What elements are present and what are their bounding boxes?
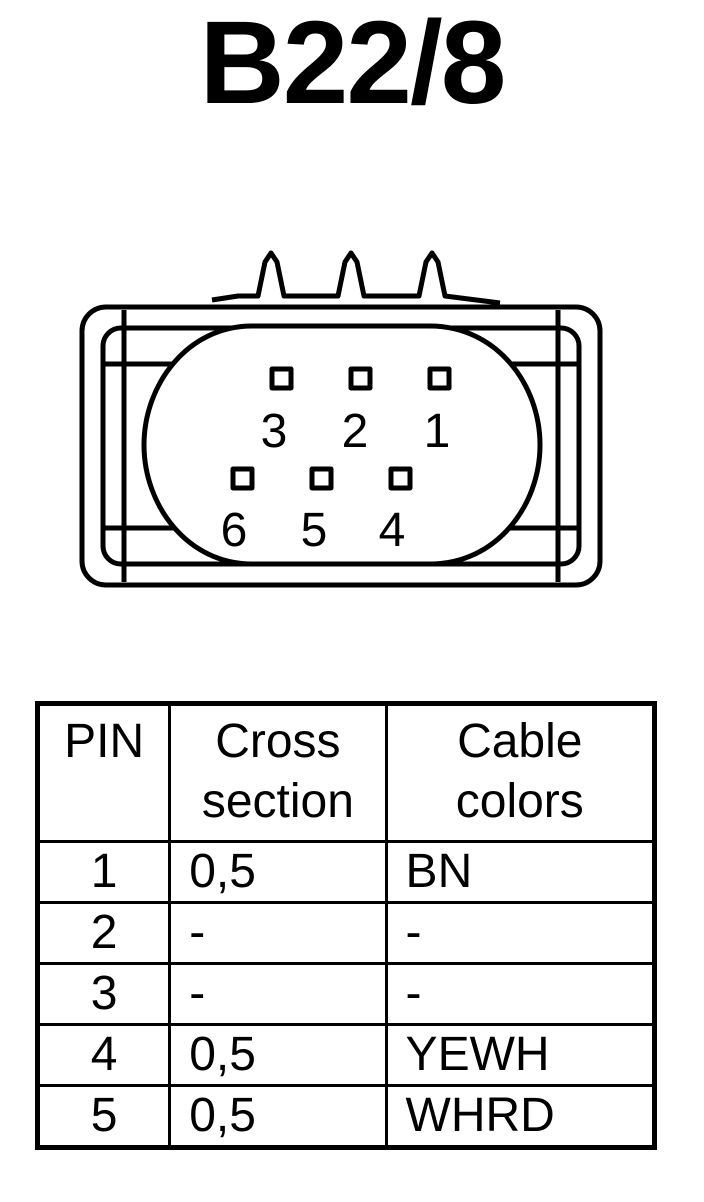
pin-contact-1 <box>427 366 452 391</box>
pin-contact-5 <box>309 466 334 491</box>
pin-label-2: 2 <box>342 405 369 458</box>
pin-label-6: 6 <box>221 504 248 557</box>
header-color-line2: colors <box>455 775 584 828</box>
header-pin-text: PIN <box>64 715 145 768</box>
header-pin: PIN <box>35 702 172 843</box>
header-cross-section: Cross section <box>168 702 388 843</box>
connector-drawing: 3 2 1 6 5 4 <box>79 250 603 588</box>
pin-assignment-table: PIN Cross section Cable colors 1 0,5 BN … <box>35 701 657 1150</box>
table-row: 5 0,5 WHRD <box>35 1084 657 1149</box>
table-header-row: PIN Cross section Cable colors <box>35 702 657 843</box>
cell-cable-color: YEWH <box>384 1023 657 1087</box>
cell-cross-section: 0,5 <box>168 1023 388 1087</box>
cell-cross-section: 0,5 <box>168 840 388 904</box>
header-color-line1: Cable <box>457 715 583 768</box>
table-row: 2 - - <box>35 901 657 965</box>
cell-cable-color: BN <box>384 840 657 904</box>
cell-cross-section: 0,5 <box>168 1084 388 1149</box>
cell-cross-section: - <box>168 962 388 1026</box>
pin-label-5: 5 <box>301 504 328 557</box>
pin-contact-2 <box>348 366 373 391</box>
pin-contact-3 <box>269 366 294 391</box>
cell-pin: 3 <box>35 962 172 1026</box>
cell-cable-color: WHRD <box>384 1084 657 1149</box>
cell-cable-color: - <box>384 901 657 965</box>
cell-pin: 1 <box>35 840 172 904</box>
header-cable-colors: Cable colors <box>384 702 657 843</box>
locking-rib-profile <box>211 250 501 306</box>
cell-pin: 5 <box>35 1084 172 1149</box>
housing-outer <box>79 304 603 588</box>
cell-cable-color: - <box>384 962 657 1026</box>
table-row: 1 0,5 BN <box>35 840 657 904</box>
cell-pin: 2 <box>35 901 172 965</box>
header-cross-line1: Cross <box>215 715 341 768</box>
pin-contact-6 <box>230 466 255 491</box>
table-row: 3 - - <box>35 962 657 1026</box>
table-row: 4 0,5 YEWH <box>35 1023 657 1087</box>
header-cross-line2: section <box>201 775 354 828</box>
connector-title: B22/8 <box>199 0 507 129</box>
pin-contact-4 <box>388 466 413 491</box>
pin-label-1: 1 <box>424 405 451 458</box>
cell-cross-section: - <box>168 901 388 965</box>
pin-label-4: 4 <box>379 504 406 557</box>
cell-pin: 4 <box>35 1023 172 1087</box>
pin-label-3: 3 <box>261 405 288 458</box>
